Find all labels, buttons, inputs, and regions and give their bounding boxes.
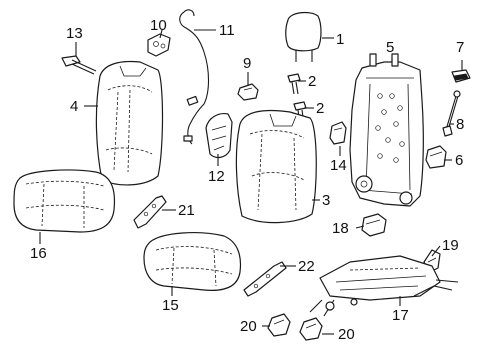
callout-18: 18 xyxy=(332,220,349,237)
callout-10: 10 xyxy=(150,17,167,34)
callout-15: 15 xyxy=(162,297,179,314)
part-21-bracket xyxy=(133,195,167,229)
callout-17: 17 xyxy=(392,307,409,324)
part-5-seat-frame xyxy=(349,53,424,207)
callout-3: 3 xyxy=(322,192,330,209)
callout-leaders xyxy=(39,29,463,335)
callout-13: 13 xyxy=(66,25,83,42)
callout-21: 21 xyxy=(178,202,195,219)
callout-20-left: 20 xyxy=(240,318,257,335)
part-7-cap xyxy=(451,69,471,83)
frame-holes xyxy=(375,93,405,163)
part-3-seatback xyxy=(235,109,317,224)
part-22-bracket xyxy=(243,261,287,297)
callout-6: 6 xyxy=(455,152,463,169)
part-15-seat-cushion xyxy=(143,232,242,291)
part-8-rod xyxy=(442,90,461,137)
callout-12: 12 xyxy=(208,168,225,185)
part-1-headrest xyxy=(285,11,322,62)
callout-11: 11 xyxy=(219,22,235,39)
callout-22: 22 xyxy=(298,258,315,275)
callout-9: 9 xyxy=(243,55,251,72)
part-20-cap-left xyxy=(267,313,291,337)
callout-7: 7 xyxy=(456,39,464,56)
callout-numbers: 1 2 2 3 4 5 6 7 8 9 10 11 12 13 14 15 16… xyxy=(30,17,464,343)
part-13-pin xyxy=(61,55,97,75)
part-16-cushion-cover xyxy=(13,169,116,233)
part-17-seat-track xyxy=(309,255,459,317)
callout-20-right: 20 xyxy=(338,326,355,343)
part-20-cap-right xyxy=(299,317,323,341)
part-11-cable xyxy=(179,9,210,145)
callout-16: 16 xyxy=(30,245,47,262)
part-18-block xyxy=(361,213,387,237)
part-6-cover xyxy=(425,145,447,169)
part-4-seatback-cover xyxy=(95,60,164,186)
part-12-side-cover xyxy=(205,113,233,159)
callout-2-upper: 2 xyxy=(308,73,316,90)
callout-14: 14 xyxy=(330,157,347,174)
part-2-guide-upper xyxy=(287,73,301,95)
callout-8: 8 xyxy=(456,116,464,133)
callout-4: 4 xyxy=(70,98,78,115)
callout-1: 1 xyxy=(336,31,344,48)
callout-19: 19 xyxy=(442,237,459,254)
part-10-bracket xyxy=(147,33,171,57)
callout-2-lower: 2 xyxy=(316,100,324,117)
callout-5: 5 xyxy=(386,39,394,56)
part-9-clip xyxy=(237,83,259,101)
part-14-cover xyxy=(329,121,347,145)
